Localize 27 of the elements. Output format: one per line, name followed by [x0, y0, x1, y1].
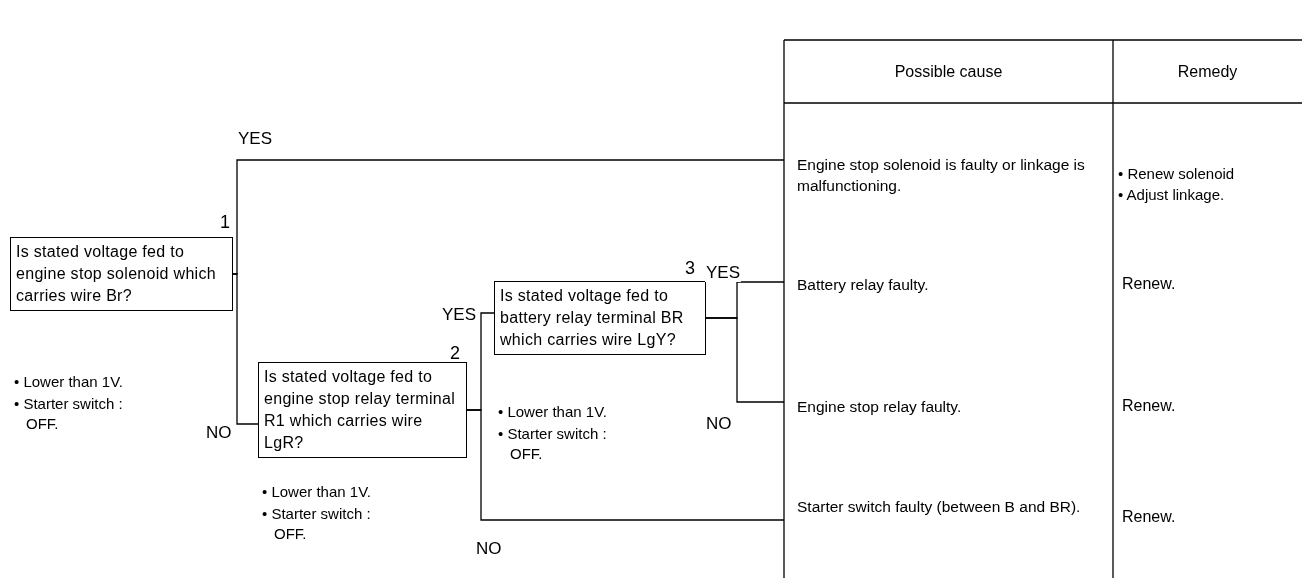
connector-line — [232, 273, 259, 425]
question-box: Is stated voltage fed to engine stop relay terminal R1 which carries wire LgR? — [258, 362, 467, 458]
step-number: 1 — [219, 212, 230, 232]
remedy-text: • Renew solenoid — [1118, 164, 1236, 184]
condition-note: • Starter switch : OFF. — [262, 504, 372, 544]
question-box: Is stated voltage fed to battery relay terminal BR which carries wire LgY? — [494, 281, 706, 355]
step-number: 2 — [449, 343, 460, 363]
condition-note: • Lower than 1V. — [262, 482, 372, 502]
cause-text: Starter switch faulty (between B and BR). — [784, 496, 1084, 517]
remedy-text: • Adjust linkage. — [1118, 185, 1226, 205]
step-number: 3 — [684, 258, 695, 278]
cause-text: Engine stop solenoid is faulty or linkage is malfunctioning. — [784, 154, 1109, 196]
remedy-text: Renew. — [1122, 507, 1177, 527]
edge-label: YES — [705, 264, 742, 282]
condition-note: • Lower than 1V. — [14, 372, 124, 392]
column-header: Remedy — [1176, 62, 1239, 82]
connector-line — [466, 409, 785, 521]
connector-line — [705, 317, 785, 403]
remedy-text: Renew. — [1122, 396, 1177, 416]
question-box: Is stated voltage fed to engine stop solenoid which carries wire Br? — [10, 237, 233, 311]
condition-note: • Starter switch : OFF. — [14, 394, 124, 434]
cause-text: Battery relay faulty. — [784, 274, 1109, 295]
remedy-text: Renew. — [1122, 274, 1177, 294]
cause-text: Engine stop relay faulty. — [784, 396, 1109, 417]
column-header: Possible cause — [893, 62, 1004, 82]
condition-note: • Lower than 1V. — [498, 402, 608, 422]
condition-note: • Starter switch : OFF. — [498, 424, 608, 464]
